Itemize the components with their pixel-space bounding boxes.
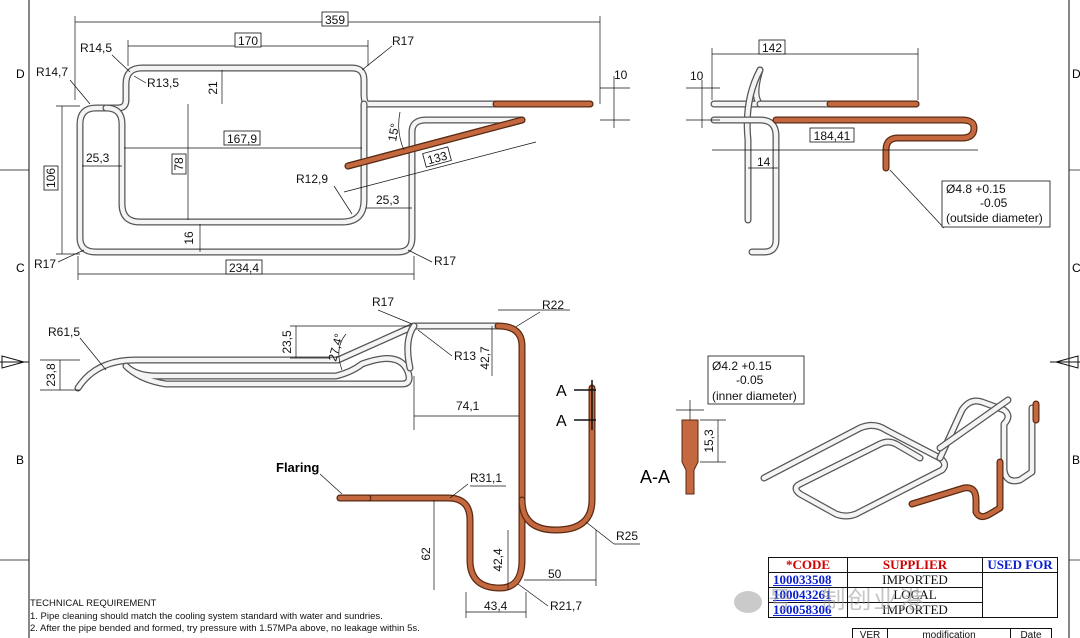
- dim-359: 359: [325, 13, 345, 27]
- tech-item-2: 2. After the pipe bended and formed, try…: [30, 623, 420, 634]
- watermark: 号 · 制创业港: [734, 580, 925, 615]
- dim-78: 78: [172, 157, 186, 171]
- note-id-line1: Ø4.2 +0.15: [712, 359, 772, 373]
- label-flaring: Flaring: [276, 460, 319, 475]
- radius-r21-7: R21,7: [550, 599, 582, 613]
- rev-header-date: Date: [1010, 628, 1052, 638]
- section-marker-a-top: A: [556, 383, 567, 400]
- note-id-line3: (inner diameter): [712, 389, 797, 403]
- table-row: 100043261 LOCAL: [768, 587, 1058, 603]
- side-view-pipe: [710, 66, 978, 256]
- technical-requirements: TECHNICAL REQUIREMENT 1. Pipe cleaning s…: [30, 598, 450, 636]
- note-od-line2: -0.05: [980, 196, 1008, 210]
- section-title: A-A: [640, 467, 670, 487]
- supplier-cell: LOCAL: [847, 587, 983, 603]
- dim-142: 142: [762, 41, 782, 55]
- tech-title: TECHNICAL REQUIREMENT: [30, 598, 157, 609]
- dim-43-4: 43,4: [484, 599, 508, 613]
- note-od-line3: (outside diameter): [946, 211, 1043, 225]
- front-view-pipe: [74, 322, 502, 392]
- revision-table: VER modification Date: [852, 628, 1052, 638]
- dim-42-4: 42,4: [491, 548, 505, 572]
- top-view-pipe: [76, 64, 594, 256]
- lower-view-pipe: [336, 322, 596, 592]
- dim-25-3-left: 25,3: [86, 151, 110, 165]
- radius-r22: R22: [542, 298, 564, 312]
- header-used-for: USED FOR: [982, 557, 1058, 573]
- note-od-line1: Ø4.8 +0.15: [946, 182, 1006, 196]
- dim-184-41: 184,41: [814, 129, 851, 143]
- radius-r17-right: R17: [434, 254, 456, 268]
- dim-170: 170: [238, 34, 258, 48]
- zone-c-right: C: [1072, 261, 1080, 275]
- dim-62: 62: [419, 547, 433, 561]
- top-view-dimensions: 359 170 167,9 78 106 25,3 21: [34, 11, 630, 280]
- radius-r25: R25: [616, 529, 638, 543]
- dim-42-7: 42,7: [478, 346, 492, 370]
- radius-r13: R13: [454, 349, 476, 363]
- zone-d-left: D: [16, 67, 25, 81]
- dim-10-top: 10: [614, 68, 628, 82]
- zone-d-right: D: [1072, 67, 1080, 81]
- used-for-cell: [982, 572, 1058, 618]
- supplier-cell: IMPORTED: [847, 602, 983, 618]
- radius-r12-9: R12,9: [296, 172, 328, 186]
- dim-16: 16: [182, 231, 196, 245]
- watermark-text: 号 · 制创业港: [768, 587, 926, 614]
- tech-item-1: 1. Pipe cleaning should match the coolin…: [30, 610, 383, 622]
- dim-25-3-right: 25,3: [376, 193, 400, 207]
- dim-167-9: 167,9: [227, 132, 257, 146]
- radius-r17-left: R17: [34, 257, 56, 271]
- radius-r17-top: R17: [392, 34, 414, 48]
- isometric-view: [760, 396, 1040, 521]
- dim-10-side: 10: [690, 69, 704, 83]
- zone-labels: D C B D C B: [16, 67, 1080, 467]
- dim-23-5: 23,5: [280, 330, 294, 354]
- radius-r13-5: R13,5: [147, 76, 179, 90]
- table-row: 100033508 IMPORTED: [768, 572, 1058, 618]
- rev-header-modification: modification: [887, 628, 1011, 638]
- rev-header-ver: VER: [852, 628, 888, 638]
- dim-50: 50: [548, 567, 562, 581]
- front-view-dimensions: 23,8 23,5 27,4° 42,7 74,1 R61,5 R17 R13 …: [40, 295, 570, 430]
- section-view: 15,3 A-A Ø4.2 +0.15 -0.05 (inner diamete…: [640, 355, 805, 495]
- top-view: 359 170 167,9 78 106 25,3 21: [34, 11, 630, 280]
- dim-15deg: 15°: [385, 122, 402, 142]
- radius-r31-1: R31,1: [470, 471, 502, 485]
- radius-r61-5: R61,5: [48, 325, 80, 339]
- code-cell: 100058306: [768, 602, 848, 618]
- lower-view: Flaring 62 42,4 43,4 50 R31,1 R25 R21,7 …: [276, 322, 640, 618]
- wechat-icon: [734, 590, 762, 613]
- code-table: *CODE SUPPLIER USED FOR 100033508 IMPORT…: [768, 557, 1058, 618]
- note-id-line2: -0.05: [736, 373, 764, 387]
- dim-15-3: 15,3: [702, 429, 716, 453]
- section-marker-a-bottom: A: [556, 413, 567, 430]
- front-view: 23,8 23,5 27,4° 42,7 74,1 R61,5 R17 R13 …: [40, 295, 570, 430]
- side-view: 142 10 184,41 14 Ø4.8 +0.15 -0.05 (outsi…: [686, 39, 1051, 256]
- dim-74-1: 74,1: [456, 399, 480, 413]
- table-row: 100058306 IMPORTED: [768, 602, 1058, 618]
- header-code: *CODE: [768, 557, 848, 573]
- dim-14: 14: [757, 155, 771, 169]
- lower-view-dimensions: Flaring 62 42,4 43,4 50 R31,1 R25 R21,7 …: [276, 380, 640, 618]
- radius-r14-5: R14,5: [80, 41, 112, 55]
- dim-234-4: 234,4: [229, 261, 259, 275]
- zone-b-right: B: [1072, 453, 1080, 467]
- radius-r17-front: R17: [372, 295, 394, 309]
- dim-133: 133: [426, 149, 449, 168]
- zone-c-left: C: [16, 261, 25, 275]
- dim-23-8: 23,8: [44, 363, 58, 387]
- radius-r14-7: R14,7: [36, 65, 68, 79]
- dim-21: 21: [206, 81, 220, 95]
- side-view-dimensions: 142 10 184,41 14 Ø4.8 +0.15 -0.05 (outsi…: [686, 39, 1051, 229]
- zone-b-left: B: [16, 453, 24, 467]
- header-supplier: SUPPLIER: [847, 557, 983, 573]
- dim-106: 106: [44, 168, 58, 188]
